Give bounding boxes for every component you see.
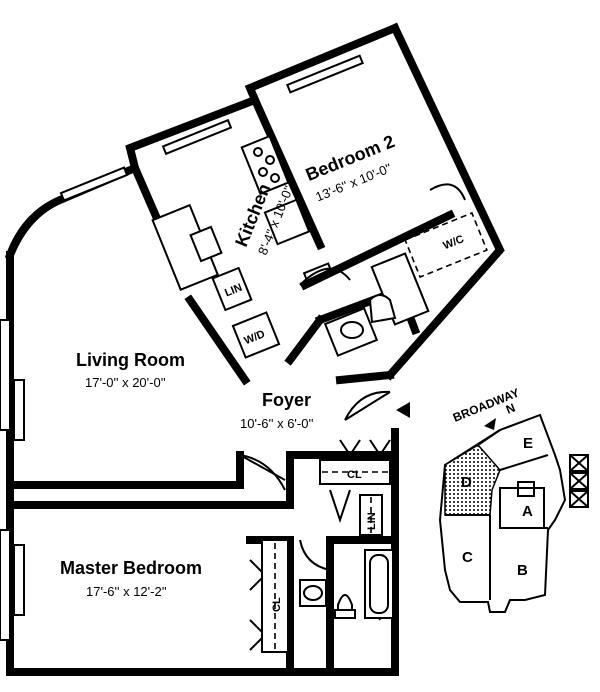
bath-fixtures (299, 252, 430, 619)
foyer-dims: 10'-6'' x 6'-0'' (240, 416, 313, 431)
master-name: Master Bedroom (60, 558, 202, 578)
entry-arrow (396, 402, 410, 418)
windows (0, 54, 364, 641)
cl-master-label: CL (271, 597, 283, 612)
living-dims: 17'-0'' x 20'-0'' (85, 375, 166, 390)
kitchen-fixtures (151, 134, 311, 359)
key-unit-a: A (522, 503, 533, 520)
key-unit-b: B (517, 562, 528, 579)
key-unit-c: C (462, 549, 473, 566)
interior-walls (6, 94, 456, 676)
lin-hall-label: LIN (366, 512, 378, 530)
living-name: Living Room (76, 350, 185, 370)
key-plan: A B C D E BROADWAY N (438, 385, 589, 613)
key-unit-d: D (461, 474, 472, 491)
wic-label: W/C (441, 233, 465, 252)
closets (261, 211, 488, 653)
foyer-name: Foyer (262, 390, 311, 410)
key-unit-e: E (523, 435, 533, 452)
room-labels: Bedroom 2 13'-6'' x 10'-0'' Kitchen 8'-4… (60, 131, 397, 599)
north-label: N (504, 401, 517, 417)
master-dims: 17'-6'' x 12'-2'' (86, 584, 167, 599)
cl-foyer-label: CL (347, 469, 362, 481)
north-arrow-icon (484, 418, 496, 430)
doors (239, 183, 466, 651)
